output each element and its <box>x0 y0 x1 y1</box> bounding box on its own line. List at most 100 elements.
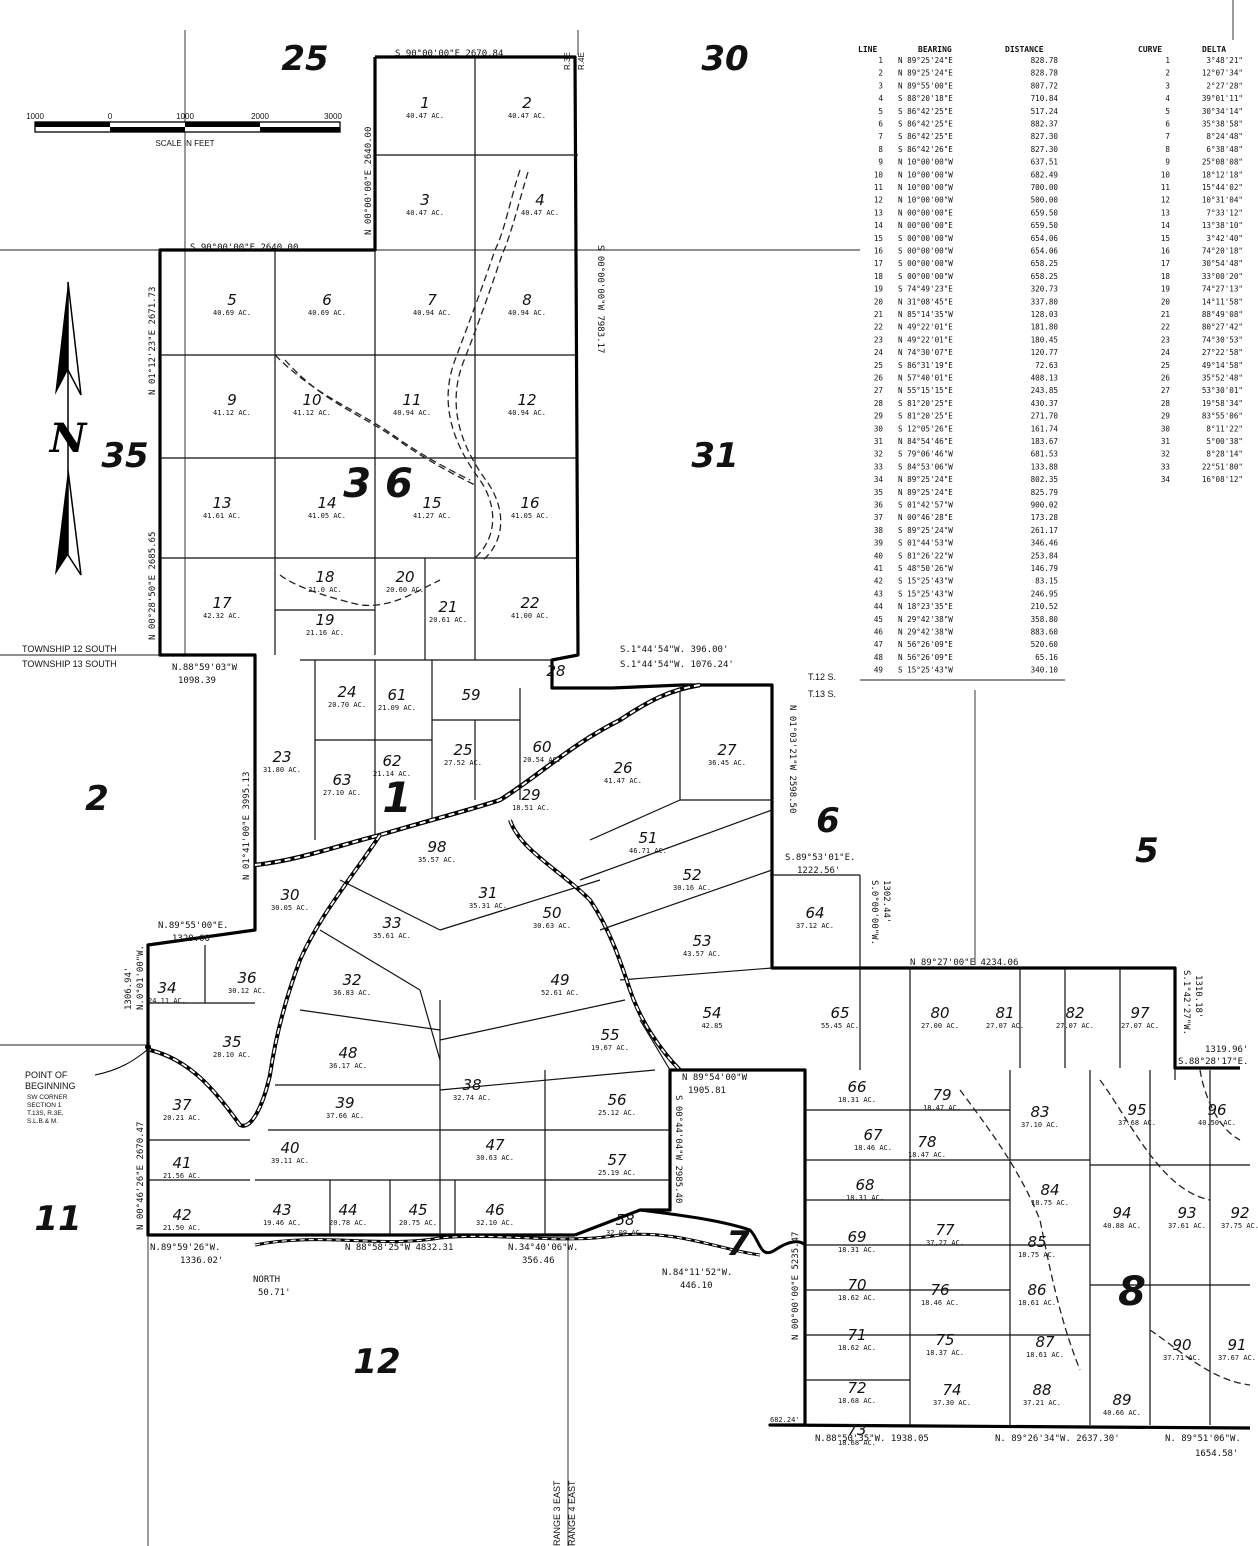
lot-number: 7 <box>427 291 437 309</box>
line-number: 18 <box>874 272 884 281</box>
line-number: 42 <box>874 577 883 586</box>
line-distance: 180.45 <box>1031 335 1058 344</box>
lot-number: 61 <box>387 686 406 704</box>
lot-number: 74 <box>942 1381 961 1399</box>
call-s6-dist: 1222.56' <box>797 866 840 876</box>
line-number: 27 <box>874 386 883 395</box>
lot-acreage: 37.27 AC. <box>926 1239 964 1247</box>
lot-acreage: 40.47 AC. <box>406 209 444 217</box>
line-number: 25 <box>874 361 883 370</box>
line-bearing: N 89°25'24"E <box>898 69 953 78</box>
lot-number: 20 <box>395 568 414 586</box>
township-13-label: TOWNSHIP 13 SOUTH <box>22 659 117 669</box>
lot-number: 19 <box>315 611 334 629</box>
line-bearing: N 10°00'00"W <box>898 158 953 167</box>
curve-delta: 3°48'21" <box>1206 56 1243 65</box>
line-distance: 181.80 <box>1031 323 1059 332</box>
lot-number: 69 <box>847 1228 866 1246</box>
line-number: 21 <box>874 310 884 319</box>
lot-number: 52 <box>682 866 701 884</box>
line-distance: 128.03 <box>1031 310 1058 319</box>
line-number: 4 <box>878 94 883 103</box>
lot-acreage: 41.47 AC. <box>604 777 642 785</box>
line-number: 5 <box>878 107 883 116</box>
lot-number: 14 <box>317 494 336 512</box>
lot-acreage: 30.12 AC. <box>228 987 266 995</box>
line-number: 9 <box>878 158 883 167</box>
lot-acreage: 40.94 AC. <box>508 309 546 317</box>
lot-number: 38 <box>462 1076 481 1094</box>
section-8: 8 <box>1118 1269 1146 1315</box>
call-sec1-right: N 01°03'21"W 2598.50 <box>787 705 797 813</box>
lot-acreage: 18.75 AC. <box>1031 1199 1069 1207</box>
line-number: 44 <box>874 602 884 611</box>
line-number: 24 <box>874 348 884 357</box>
line-number: 36 <box>874 501 884 510</box>
lot-acreage: 35.57 AC. <box>418 856 456 864</box>
lot-acreage: 27.52 AC. <box>444 759 482 767</box>
lot-number: 17 <box>212 594 232 612</box>
line-number: 16 <box>874 247 884 256</box>
lot-acreage: 20.60 AC. <box>386 586 424 594</box>
line-distance: 807.72 <box>1031 81 1058 90</box>
line-distance: 882.37 <box>1031 120 1058 129</box>
line-bearing: S 86°42'26"E <box>898 145 953 154</box>
line-number: 28 <box>874 399 884 408</box>
curve-number: 8 <box>1165 145 1170 154</box>
call-tick-left: 682.24' <box>770 1416 800 1424</box>
lot-number: 24 <box>337 683 356 701</box>
lot-acreage: 39.11 AC. <box>271 1157 309 1165</box>
lot-number: 48 <box>338 1044 357 1062</box>
call-s7-right: N 00°00'00"E 5235.47 <box>791 1232 801 1340</box>
call-s7-dist: 356.46 <box>522 1256 555 1266</box>
line-number: 26 <box>874 374 884 383</box>
curve-delta: 74°30'53" <box>1202 335 1243 344</box>
lot-acreage: 18.68 AC. <box>838 1397 876 1405</box>
lot-acreage: 37.75 AC. <box>1221 1222 1258 1230</box>
lot-number: 31 <box>478 884 497 902</box>
lot-number: 41 <box>172 1154 191 1172</box>
curve-number: 29 <box>1161 412 1171 421</box>
lot-number: 92 <box>1230 1204 1249 1222</box>
curve-number: 32 <box>1161 450 1170 459</box>
line-distance: 261.17 <box>1031 526 1058 535</box>
lot-number: 3 <box>420 191 430 209</box>
lot-acreage: 41.61 AC. <box>203 512 241 520</box>
lot-number: 93 <box>1177 1204 1196 1222</box>
line-number: 31 <box>874 437 884 446</box>
lot-acreage: 21.50 AC. <box>163 1224 201 1232</box>
point-of-beginning: POINT OF BEGINNING SW CORNER SECTION 1 T… <box>25 1044 151 1125</box>
lot-number: 87 <box>1035 1333 1055 1351</box>
line-distance: 346.46 <box>1031 539 1059 548</box>
curve-delta: 19°58'34" <box>1202 399 1243 408</box>
line-distance: 320.73 <box>1031 285 1058 294</box>
lot-number: 45 <box>408 1201 427 1219</box>
lot-acreage: 32.09 AC. <box>606 1229 644 1237</box>
line-distance: 682.49 <box>1031 170 1059 179</box>
section-12: 12 <box>353 1342 400 1382</box>
line-bearing: S 84°53'06"W <box>898 462 953 471</box>
lot-acreage: 30.63 AC. <box>533 922 571 930</box>
